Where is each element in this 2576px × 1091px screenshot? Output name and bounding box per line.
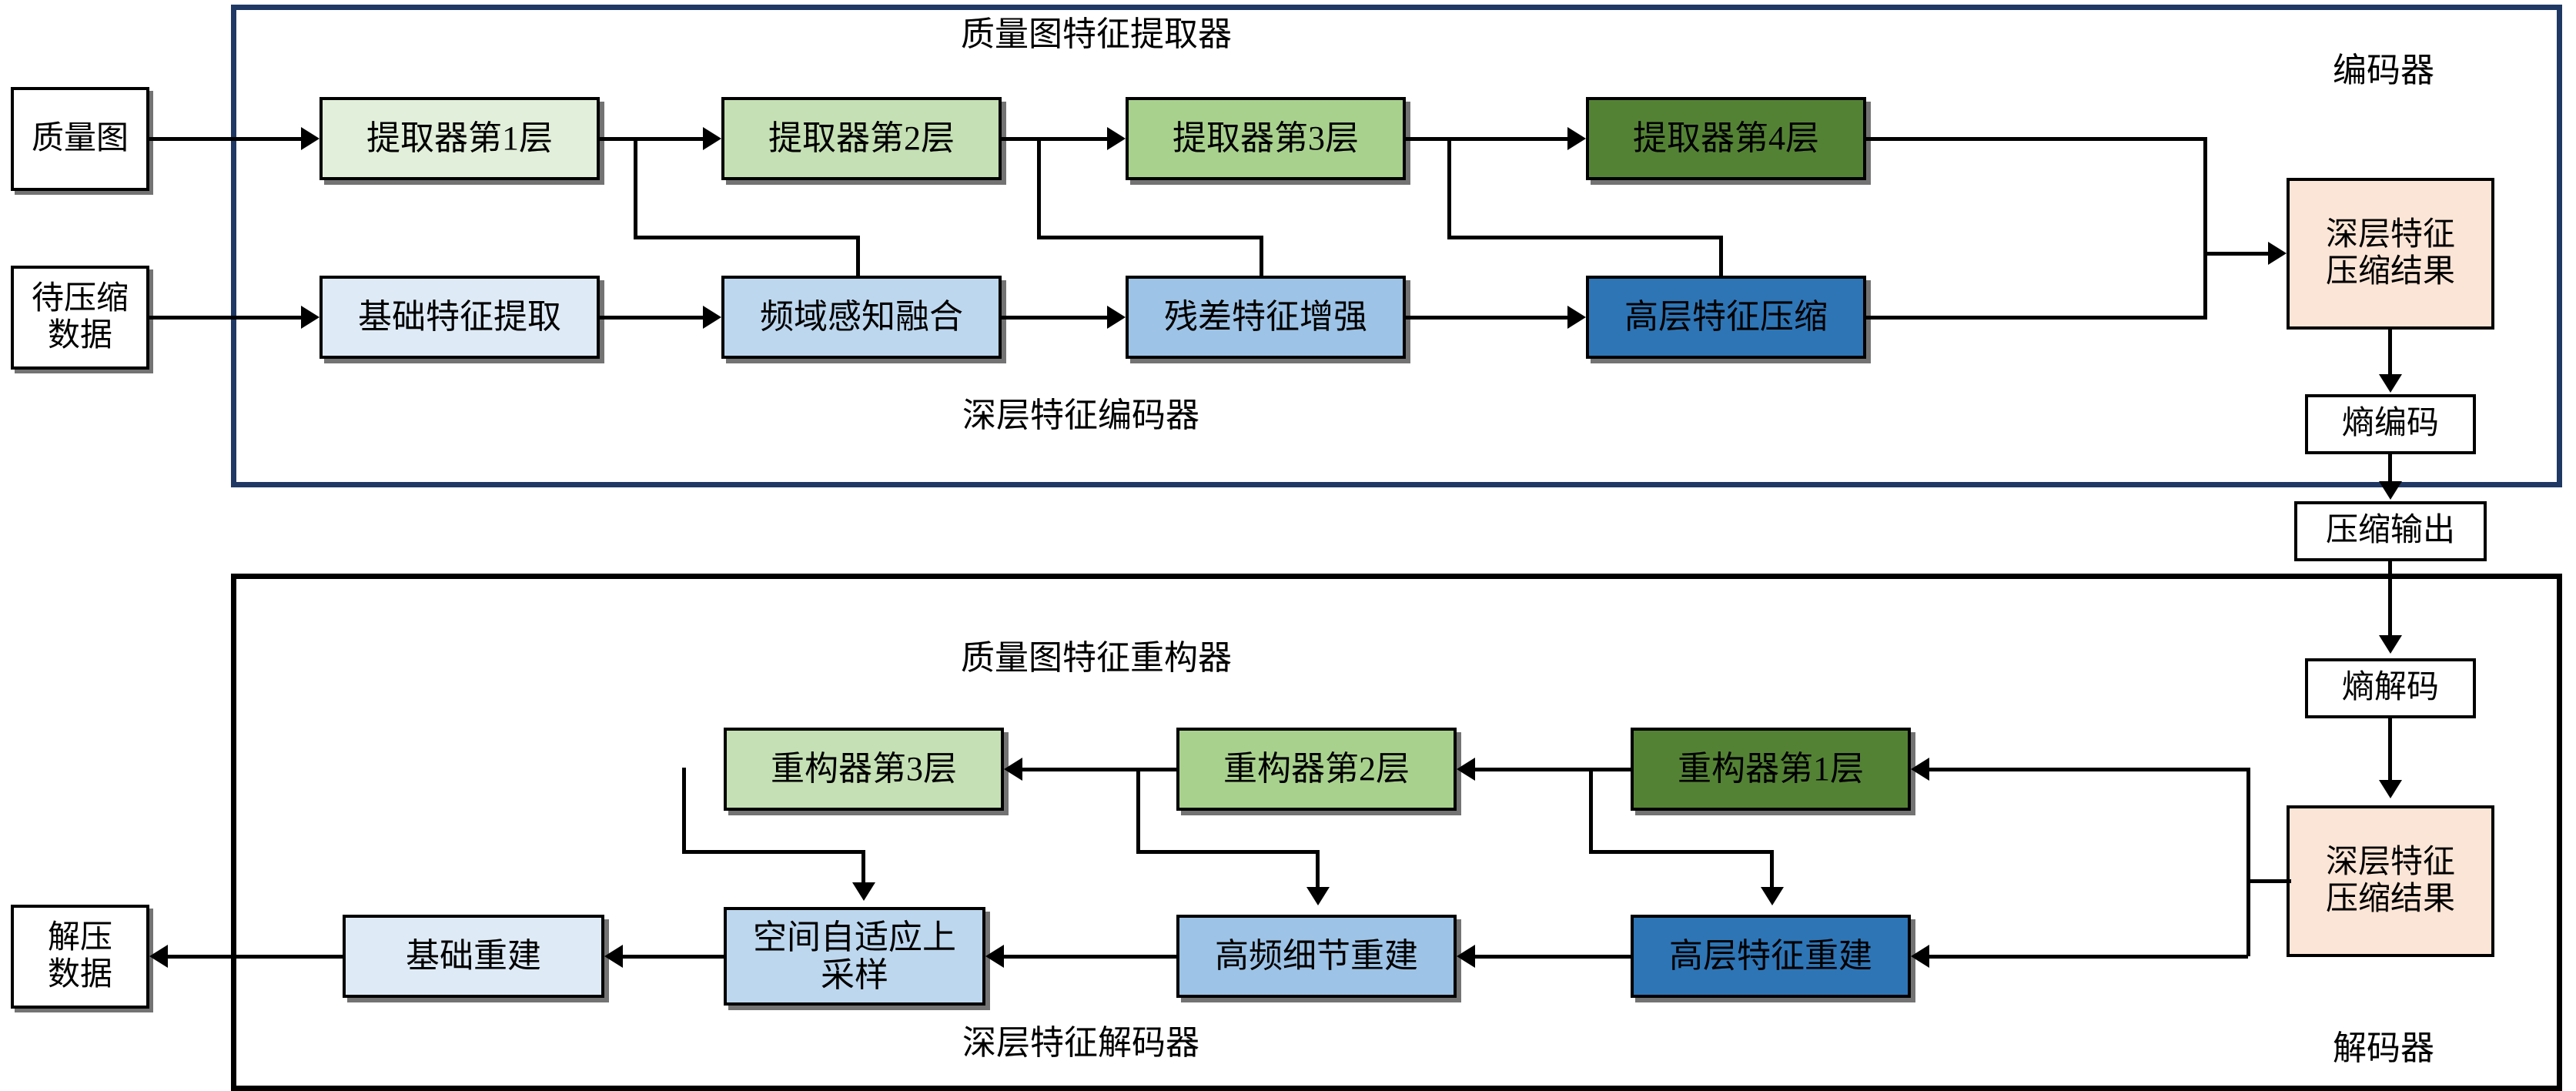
- arrow-ext1-to-ext2: [703, 127, 721, 150]
- extractor-layer-3: 提取器第3层: [1126, 97, 1406, 180]
- conn-highlevel-to-highfreq: [1475, 955, 1631, 959]
- skip-ext1-drop: [856, 236, 860, 279]
- conn-ext4-out: [1866, 137, 2207, 141]
- spatial-adaptive-upsampling: 空间自适应上 采样: [724, 907, 985, 1006]
- conn-latent-to-entropy: [2388, 330, 2392, 376]
- conn-basic-to-fusion: [600, 316, 703, 320]
- basic-feature-extraction: 基础特征提取: [319, 276, 600, 359]
- skip-recon2-vertical: [1136, 768, 1140, 853]
- arrow-bus-to-highlevel-rebuild: [1911, 945, 1929, 968]
- arrow-ext2-to-ext3: [1107, 127, 1126, 150]
- skip-ext2-drop: [1260, 236, 1263, 279]
- skip-ext1-horizontal: [634, 236, 860, 239]
- conn-fusion-to-residual: [1002, 316, 1107, 320]
- decoder-container-label: 质量图特征重构器: [961, 639, 1232, 677]
- conn-recon2-to-recon3: [1022, 768, 1176, 771]
- arrow-residual-to-highlevel: [1567, 306, 1586, 329]
- conn-merge-to-latent: [2203, 252, 2268, 256]
- conn-qmap-to-ext1: [149, 137, 301, 141]
- reconstructor-layer-1: 重构器第1层: [1631, 728, 1911, 811]
- arrow-basic-to-fusion: [703, 306, 721, 329]
- residual-feature-enhancement: 残差特征增强: [1126, 276, 1406, 359]
- encoder-section-label: 编码器: [2333, 52, 2434, 89]
- entropy-decode: 熵解码: [2305, 658, 2476, 718]
- skip-ext2-horizontal: [1037, 236, 1263, 239]
- arrow-skip-recon3: [852, 882, 875, 901]
- entropy-encode: 熵编码: [2305, 394, 2476, 454]
- encoder-container: [231, 5, 2562, 487]
- decoder-container: [231, 574, 2562, 1091]
- conn-bus-to-recon1: [1929, 768, 2248, 771]
- arrow-bus-to-recon1: [1911, 758, 1929, 781]
- skip-recon2-horizontal: [1136, 850, 1320, 854]
- encoder-sub-label: 深层特征编码器: [962, 397, 1199, 434]
- arrow-skip-recon2: [1306, 887, 1330, 905]
- skip-ext3-drop: [1719, 236, 1723, 279]
- arrow-ext3-to-ext4: [1567, 127, 1586, 150]
- arrow-recon1-to-recon2: [1457, 758, 1475, 781]
- arrow-upsampling-to-basic: [604, 945, 623, 968]
- compressed-output: 压缩输出: [2294, 501, 2487, 561]
- skip-recon2-drop: [1316, 850, 1320, 889]
- frequency-perception-fusion: 频域感知融合: [721, 276, 1002, 359]
- high-level-feature-rebuild: 高层特征重建: [1631, 915, 1911, 998]
- conn-ext1-to-ext2: [600, 137, 703, 141]
- extractor-layer-4: 提取器第4层: [1586, 97, 1866, 180]
- encoder-container-label: 质量图特征提取器: [961, 15, 1232, 53]
- arrow-merge-to-latent: [2268, 242, 2287, 265]
- output-decompressed-data: 解压 数据: [11, 905, 149, 1009]
- conn-latent-out: [2248, 879, 2291, 883]
- reconstructor-layer-2: 重构器第2层: [1176, 728, 1457, 811]
- extractor-layer-2: 提取器第2层: [721, 97, 1002, 180]
- extractor-layer-1: 提取器第1层: [319, 97, 600, 180]
- basic-rebuild: 基础重建: [343, 915, 604, 998]
- decoder-sub-label: 深层特征解码器: [962, 1024, 1199, 1062]
- conn-upsampling-to-basic: [623, 955, 724, 959]
- arrow-highfreq-to-upsampling: [985, 945, 1004, 968]
- arrow-highlevel-to-highfreq: [1457, 945, 1475, 968]
- conn-highlevel-out: [1866, 316, 2207, 320]
- arrow-recon2-to-recon3: [1004, 758, 1022, 781]
- arrow-fusion-to-residual: [1107, 306, 1126, 329]
- conn-basic-to-output: [168, 955, 343, 959]
- conn-residual-to-highlevel: [1406, 316, 1567, 320]
- conn-merge-vertical: [2203, 137, 2207, 320]
- conn-bus-to-highlevel-rebuild: [1929, 955, 2248, 959]
- arrow-basic-to-output: [149, 945, 168, 968]
- conn-ext2-to-ext3: [1002, 137, 1107, 141]
- conn-recon1-to-recon2: [1475, 768, 1631, 771]
- encoder-latent-result: 深层特征 压缩结果: [2287, 178, 2494, 330]
- input-quality-map: 质量图: [11, 87, 149, 191]
- skip-ext1-vertical: [634, 137, 637, 239]
- arrow-output-to-entropydec: [2379, 635, 2402, 654]
- skip-recon3-vertical: [682, 768, 686, 853]
- conn-decoder-bus-vertical: [2246, 768, 2250, 956]
- conn-output-to-entropydec: [2388, 561, 2392, 637]
- conn-entropydec-to-latent: [2388, 718, 2392, 781]
- skip-recon1-vertical: [1589, 768, 1593, 853]
- arrow-entropydec-to-latent: [2379, 780, 2402, 798]
- conn-ext3-to-ext4: [1406, 137, 1567, 141]
- reconstructor-layer-3: 重构器第3层: [724, 728, 1004, 811]
- skip-ext2-vertical: [1037, 137, 1041, 239]
- input-data-to-compress: 待压缩 数据: [11, 266, 149, 370]
- arrow-data-to-basic: [301, 306, 319, 329]
- decoder-section-label: 解码器: [2333, 1029, 2434, 1067]
- skip-ext3-vertical: [1447, 137, 1451, 239]
- decoder-latent-result: 深层特征 压缩结果: [2287, 805, 2494, 957]
- conn-entropy-to-output: [2388, 454, 2392, 483]
- skip-ext3-horizontal: [1447, 236, 1723, 239]
- skip-recon1-horizontal: [1589, 850, 1774, 854]
- skip-recon1-drop: [1770, 850, 1774, 889]
- skip-recon3-horizontal: [682, 850, 865, 854]
- high-frequency-detail-rebuild: 高频细节重建: [1176, 915, 1457, 998]
- skip-recon3-drop: [861, 850, 865, 884]
- arrow-entropy-to-output: [2379, 481, 2402, 500]
- arrow-skip-recon1: [1761, 887, 1784, 905]
- arrow-qmap-to-ext1: [301, 127, 319, 150]
- arrow-latent-to-entropy: [2379, 374, 2402, 393]
- high-level-feature-compression: 高层特征压缩: [1586, 276, 1866, 359]
- conn-highfreq-to-upsampling: [1004, 955, 1176, 959]
- conn-data-to-basic: [149, 316, 301, 320]
